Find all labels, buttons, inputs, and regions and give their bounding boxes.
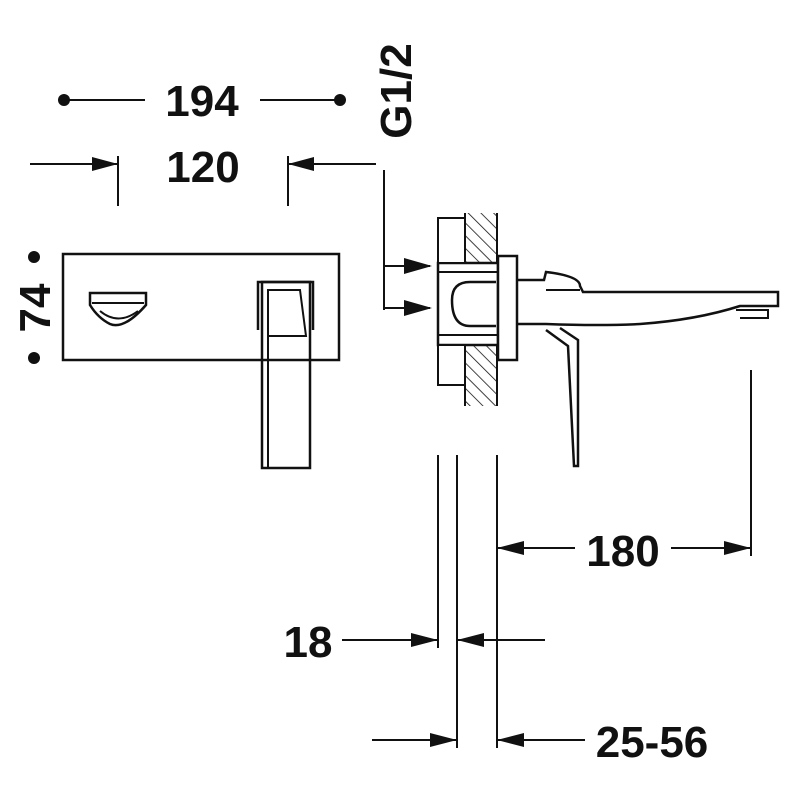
dim-inlet-thread: G1/2 bbox=[372, 43, 432, 316]
label-overall-width: 194 bbox=[165, 77, 239, 126]
label-wall-range: 25-56 bbox=[596, 718, 709, 767]
label-inlet-thread: G1/2 bbox=[372, 43, 421, 138]
dim-overall-width: 194 bbox=[58, 77, 346, 126]
front-wall-plate bbox=[61, 252, 341, 362]
dim-wall-range: 25-56 bbox=[372, 718, 708, 767]
label-plate-height: 74 bbox=[11, 283, 60, 332]
side-view bbox=[436, 213, 780, 468]
dim-plate-thickness: 18 bbox=[284, 455, 545, 748]
dim-plate-height: 74 bbox=[11, 251, 60, 364]
side-spout bbox=[517, 270, 780, 327]
label-spout-projection: 180 bbox=[586, 527, 659, 576]
label-plate-width: 120 bbox=[166, 143, 239, 192]
front-spout-outlet bbox=[88, 291, 148, 327]
dim-spout-projection: 180 bbox=[496, 370, 752, 748]
label-plate-thickness: 18 bbox=[284, 618, 333, 667]
side-lever bbox=[545, 326, 580, 468]
dim-plate-width: 120 bbox=[30, 143, 376, 206]
embedded-body bbox=[436, 261, 500, 347]
front-view bbox=[61, 252, 341, 470]
side-wall-plate bbox=[496, 254, 519, 362]
